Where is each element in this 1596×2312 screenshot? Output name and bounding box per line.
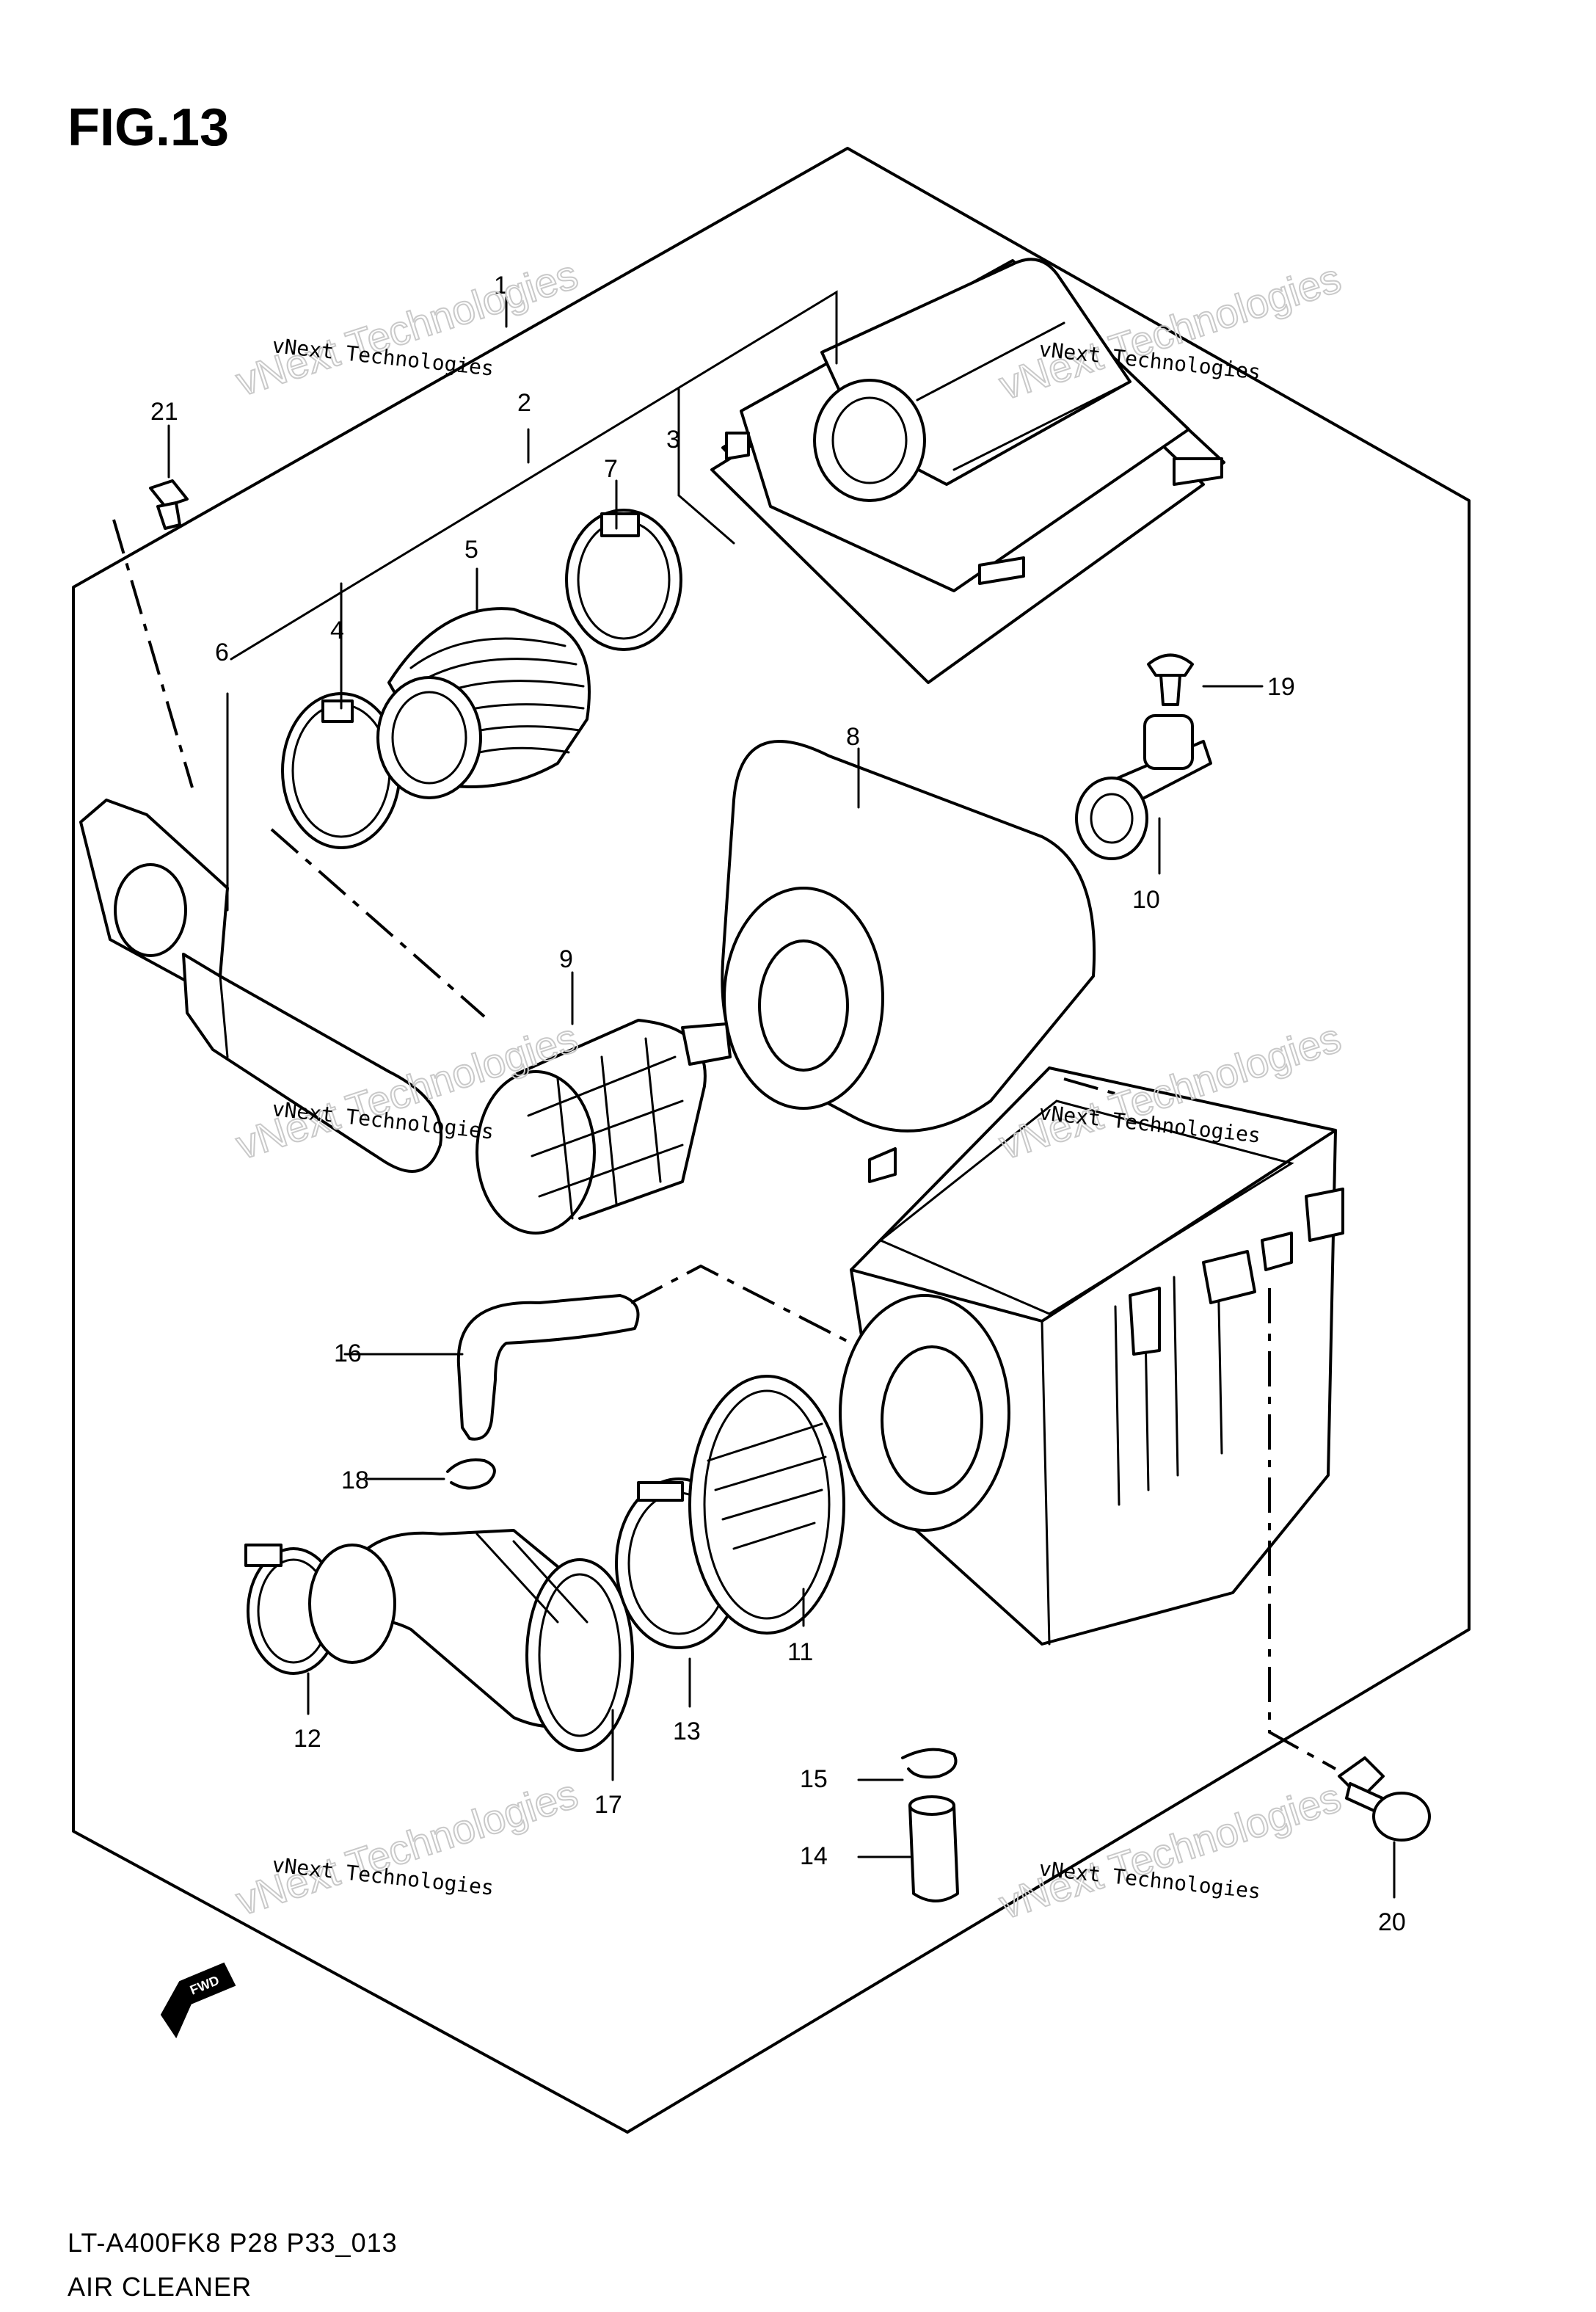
clip-15 [901,1748,958,1779]
assembly-boundary [72,147,1471,2134]
callout-15: 15 [800,1765,828,1793]
watermark-bottom-left: vNext Technologies vNext Technologies [230,1770,583,1925]
model-code: LT-A400FK8 P28 P33_013 [68,2228,398,2258]
rubber-boot-5 [376,607,591,799]
callout-20: 20 [1378,1908,1406,1936]
callout-6: 6 [215,639,229,666]
callout-14: 14 [800,1842,828,1870]
callout-18: 18 [341,1466,369,1494]
section-name: AIR CLEANER [68,2272,252,2302]
leader-lines [167,290,1396,1899]
callout-7: 7 [604,455,618,483]
callout-5: 5 [464,536,478,564]
callout-11: 11 [787,1638,813,1666]
air-box-lid [710,258,1225,684]
callout-10: 10 [1132,886,1160,914]
clamp-7 [565,509,682,651]
callout-8: 8 [846,723,860,751]
drain-tube-14 [908,1795,959,1902]
hose-16 [456,1294,640,1441]
screen-gasket-11 [688,1375,845,1635]
callout-13: 13 [673,1717,701,1745]
bolt-20 [1338,1756,1431,1842]
intake-duct-6 [79,799,443,1173]
outlet-tube-17 [308,1529,634,1752]
forward-direction-arrow-icon: FWD [160,1962,236,2039]
callout-17: 17 [594,1791,622,1819]
clip-21 [149,479,189,530]
callout-19: 19 [1267,673,1295,701]
callout-2: 2 [517,389,531,417]
svg-text:vNext Technologies: vNext Technologies [230,1770,583,1924]
callout-9: 9 [559,945,573,973]
assembly-lines [112,519,1336,1770]
air-box-case [839,1066,1344,1646]
callout-labels: 1 2 3 4 5 6 7 8 9 10 11 12 13 14 15 16 1… [150,272,1406,1936]
callout-12: 12 [294,1725,321,1753]
callout-4: 4 [330,617,344,644]
callout-3: 3 [666,426,680,454]
drain-plug-bracket [1075,714,1212,860]
svg-text:vNext Technologies: vNext Technologies [994,1774,1346,1928]
callout-21: 21 [150,398,178,426]
element-cage-9 [475,1019,732,1235]
figure-title: FIG.13 [68,98,229,157]
filter-element [721,740,1096,1133]
screw-19 [1147,653,1194,706]
callout-1: 1 [494,272,508,299]
callout-16: 16 [334,1339,362,1367]
clip-18 [446,1458,496,1490]
watermark-bottom-right: vNext Technologies vNext Technologies [993,1773,1347,1929]
